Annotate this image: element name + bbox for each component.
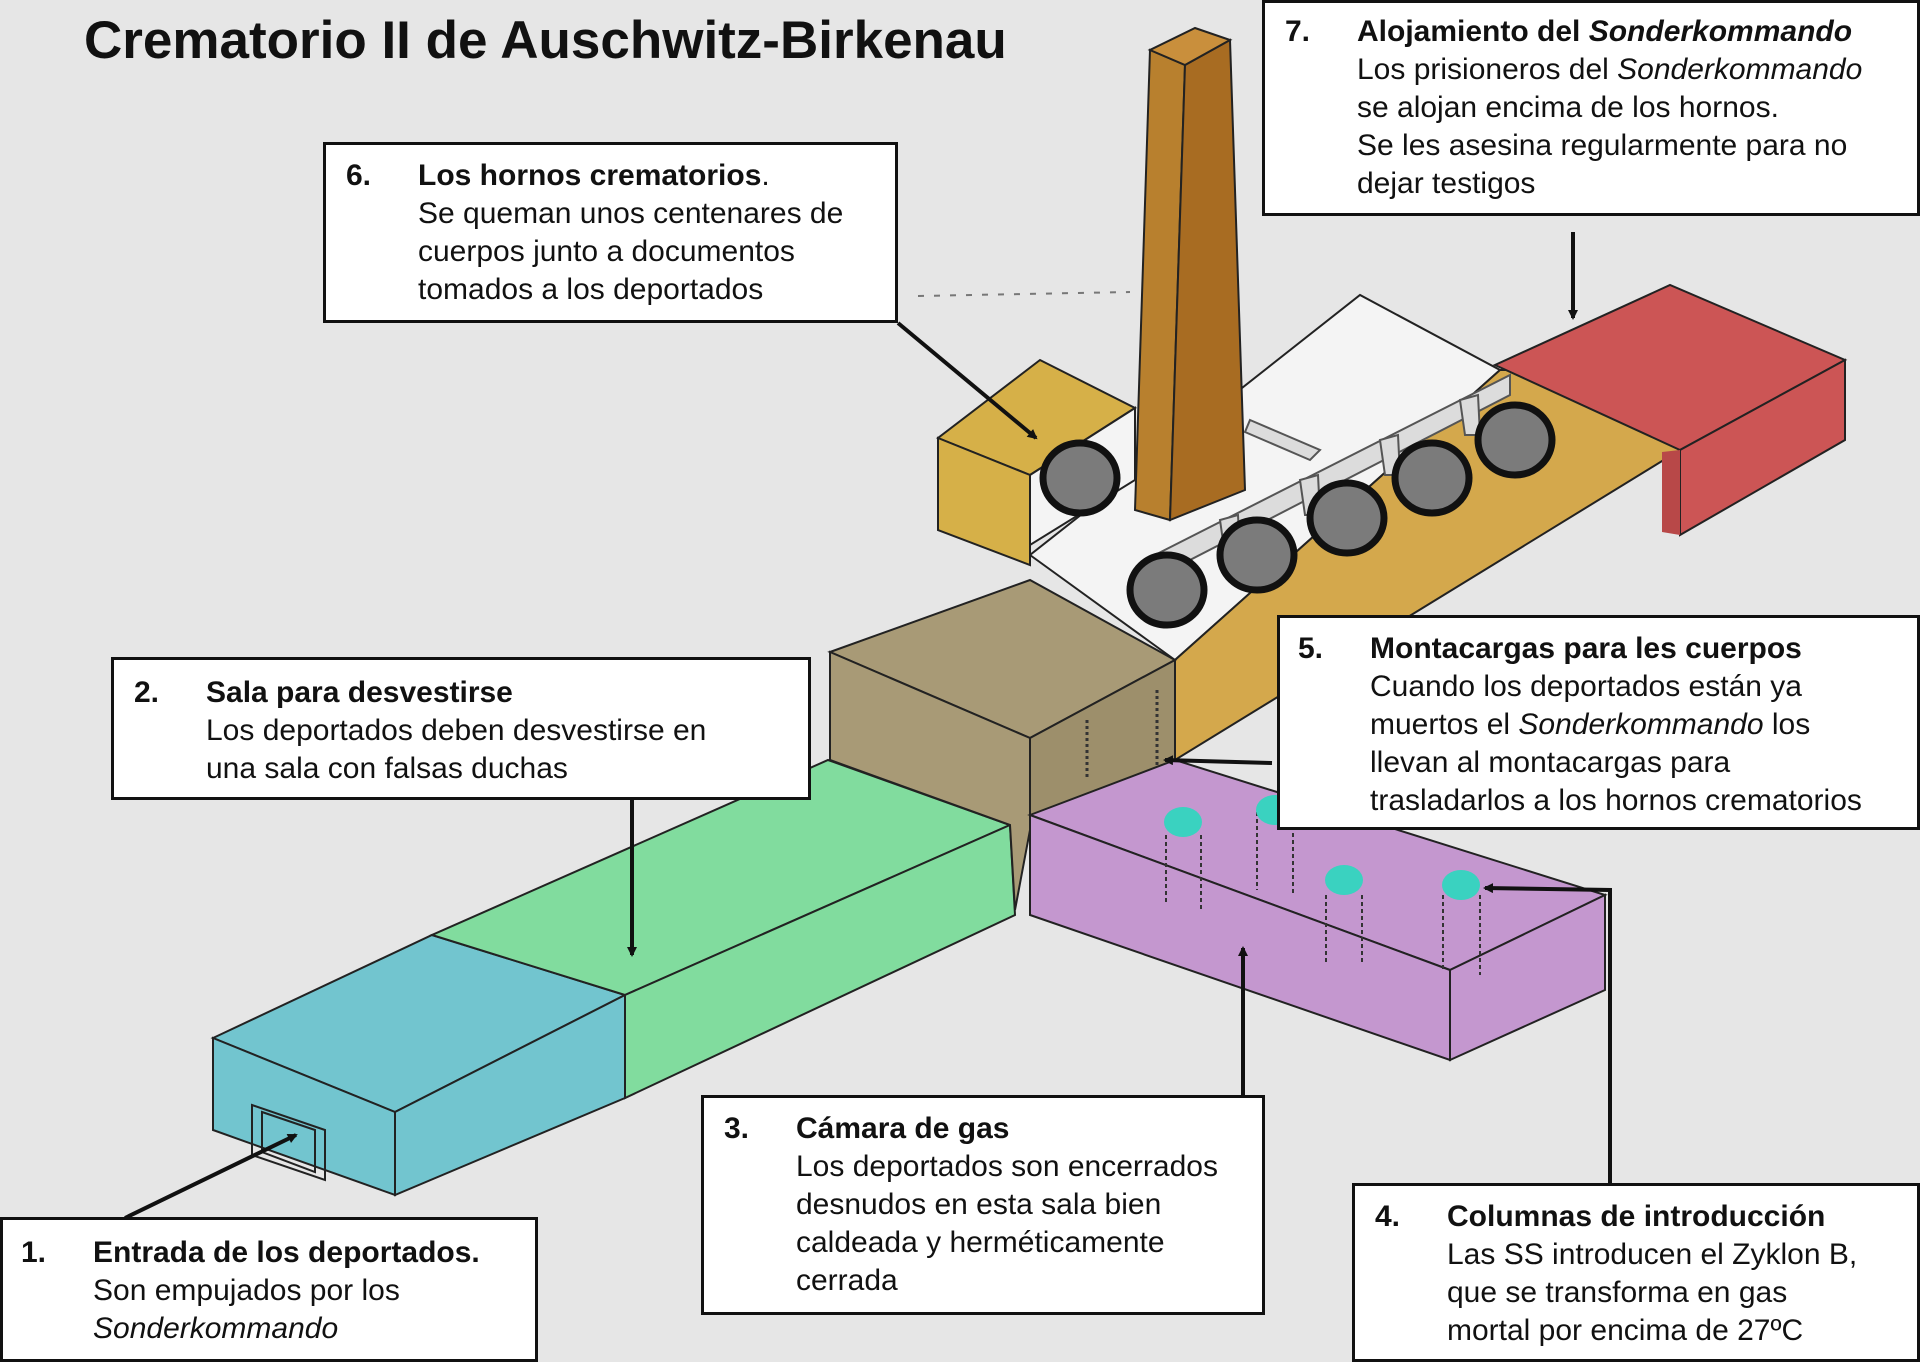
column-3 [1325,865,1363,965]
pointer-arrows [124,232,1612,1220]
callout-line: Son empujados por los [93,1274,400,1307]
callout-number: 1. [21,1236,47,1269]
line-italic: Sonderkommando [1617,53,1863,86]
oven-3 [1216,516,1298,594]
callout-1-entrance: 1. Entrada de los deportados. Son empuja… [0,1217,538,1362]
arrow-1 [124,1133,298,1220]
callout-body: Los hornos crematorios. Se queman unos c… [418,157,843,309]
callout-number: 4. [1375,1200,1401,1233]
dashed-guide [917,291,1131,297]
callout-number: 6. [346,159,372,192]
callout-line: trasladarlos a los hornos crematorios [1370,784,1862,817]
arrow-6 [896,321,1038,440]
callout-line: se alojan encima de los hornos. [1357,91,1779,124]
line-italic: Sonderkommando [1518,708,1764,741]
column-4 [1442,870,1481,975]
callout-4-introduction-columns: 4. Columnas de introducción Las SS intro… [1352,1183,1920,1362]
callout-line: que se transforma en gas [1447,1276,1788,1309]
callout-line: Los deportados deben desvestirse en [206,714,707,747]
callout-line: Se les asesina regularmente para no [1357,129,1848,162]
oven-2 [1126,551,1208,629]
oven-wing [935,358,1138,567]
heading-suffix: . [761,159,770,192]
zyklon-columns [1164,795,1481,975]
callout-6-crematory-ovens: 6. Los hornos crematorios. Se queman uno… [323,142,898,323]
callout-line: Los deportados son encerrados [796,1150,1218,1183]
line-part: Los prisioneros del [1357,53,1618,86]
callout-line: Se queman unos centenares de [418,197,844,230]
heading-part: Alojamiento del [1357,15,1589,48]
callout-body: Columnas de introducción Las SS introduc… [1447,1198,1857,1350]
arrow-5 [1163,755,1273,766]
entrance-door [251,1103,326,1182]
line-part: muertos el [1370,708,1519,741]
callout-body: Cámara de gas Los deportados son encerra… [796,1110,1218,1300]
heading-italic: Sonderkommando [1588,15,1853,48]
diagram-title: Crematorio II de Auschwitz-Birkenau [84,11,1007,70]
callout-line: cerrada [796,1264,898,1297]
callout-line: dejar testigos [1357,167,1536,200]
ovens [1039,401,1556,629]
callout-7-sonderkommando-quarters: 7. Alojamiento del Sonderkommando Los pr… [1262,0,1920,216]
callout-body: Sala para desvestirse Los deportados deb… [206,674,706,788]
arrow-4 [1483,883,1612,1183]
callout-line: Sonderkommando [93,1312,339,1345]
callout-line: una sala con falsas duchas [206,752,568,785]
sonderkommando-quarters [1492,283,1848,537]
callout-heading: Cámara de gas [796,1112,1010,1145]
undressing-side [624,823,1017,1100]
callout-line: cuerpos junto a documentos [418,235,795,268]
oven-1 [1039,439,1121,517]
callout-line: mortal por encima de 27ºC [1447,1314,1804,1347]
callout-heading: Los hornos crematorios. [418,157,843,195]
callout-line: Las SS introducen el Zyklon B, [1447,1238,1858,1271]
callout-line: Cuando los deportados están ya [1370,670,1802,703]
oven-wing-front [937,436,1031,567]
callout-number: 3. [724,1112,750,1145]
callout-body: Alojamiento del Sonderkommando Los prisi… [1357,13,1862,203]
oven-4 [1306,479,1388,557]
line-part: los [1763,708,1811,741]
callout-body: Montacargas para les cuerpos Cuando los … [1370,630,1862,820]
callout-body: Entrada de los deportados. Son empujados… [93,1234,480,1348]
callout-line: Los prisioneros del Sonderkommando [1357,51,1862,89]
callout-line: muertos el Sonderkommando los [1370,706,1862,744]
callout-line: caldeada y herméticamente [796,1226,1165,1259]
callout-2-undressing-room: 2. Sala para desvestirse Los deportados … [111,657,811,800]
oven-5 [1391,439,1473,517]
column-1 [1164,807,1202,910]
chimney-top [1147,26,1233,67]
callout-heading: Entrada de los deportados. [93,1236,480,1269]
callout-number: 7. [1285,15,1311,48]
callout-line: llevan al montacargas para [1370,746,1731,779]
callout-number: 5. [1298,632,1324,665]
callout-heading: Alojamiento del Sonderkommando [1357,13,1862,51]
gas-chamber-side [1449,893,1606,1062]
quarters-end [1662,450,1680,535]
callout-3-gas-chamber: 3. Cámara de gas Los deportados son ence… [701,1095,1265,1315]
callout-line: desnudos en esta sala bien [796,1188,1162,1221]
heading-part: Los hornos crematorios [418,159,762,192]
callout-number: 2. [134,676,160,709]
chimney [1133,26,1247,522]
callout-heading: Columnas de introducción [1447,1200,1826,1233]
oven-6 [1474,401,1556,479]
entrance-door-inner [261,1110,316,1174]
callout-5-body-lift: 5. Montacargas para les cuerpos Cuando l… [1277,615,1920,830]
central-block [827,578,1178,911]
callout-line: tomados a los deportados [418,273,764,306]
callout-heading: Montacargas para les cuerpos [1370,632,1802,665]
callout-heading: Sala para desvestirse [206,676,513,709]
